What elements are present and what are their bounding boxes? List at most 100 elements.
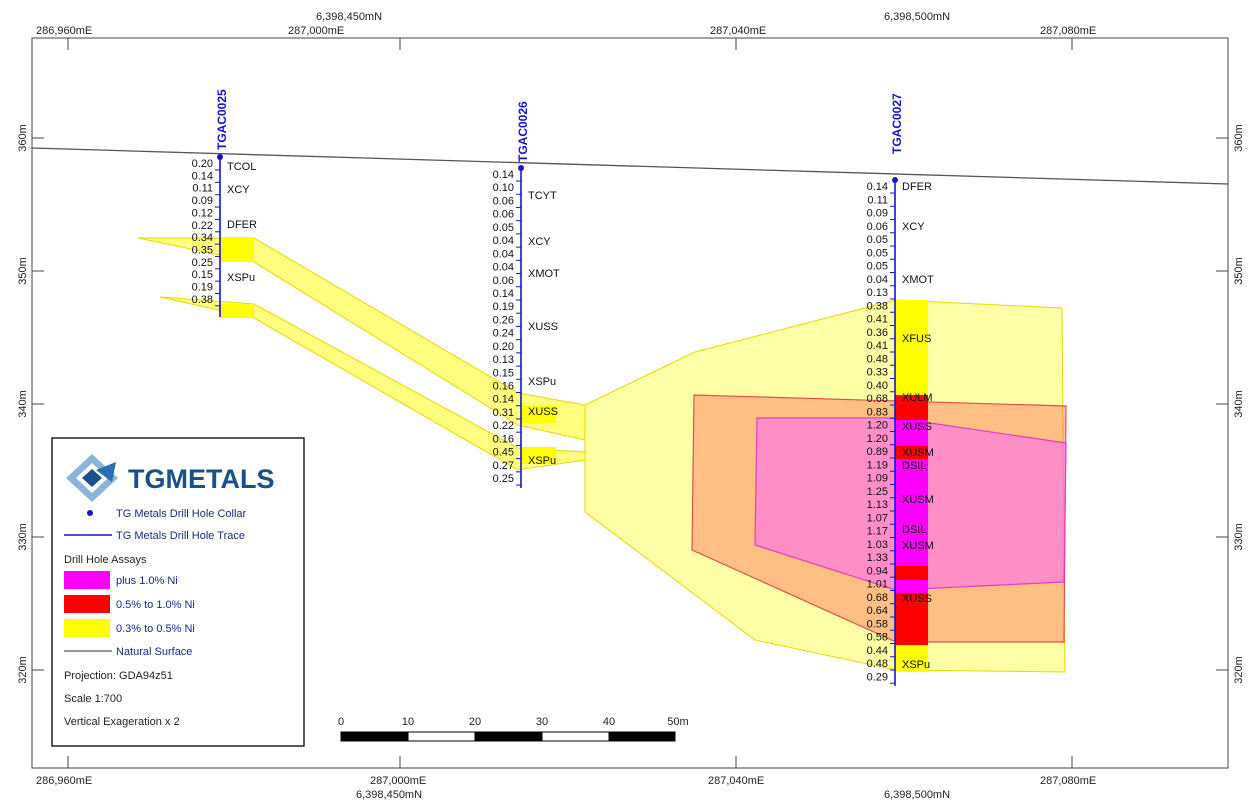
lithology-tgac0027: DFERXCYXMOTXFUSXULMXUSSXUSMDSILXUSMDSILX… [902,181,934,671]
assay-value: 1.13 [867,499,888,511]
assay-value: 0.05 [867,234,888,246]
easting-top-label: 287,080mE [1040,25,1096,37]
assay-value: 0.06 [867,221,888,233]
assay-value: 0.16 [493,433,514,445]
assay-value: 0.04 [493,248,514,260]
assay-bar-high [895,580,928,593]
scale-bar-label: 50m [667,716,688,728]
lithology-code: DSIL [902,524,926,536]
assay-values-tgac0025: 0.200.140.110.090.120.220.340.350.250.15… [192,158,213,306]
assay-value: 0.14 [493,288,514,300]
lithology-code: XUSS [528,321,558,333]
assay-value: 0.05 [493,222,514,234]
hole-name: TGAC0025 [215,89,229,150]
assay-value: 0.22 [493,420,514,432]
lithology-code: XSPu [227,272,255,284]
assay-value: 0.58 [867,632,888,644]
assay-bar-high [895,459,928,566]
elevation-right-label: 360m [1233,124,1245,152]
assay-value: 0.04 [867,274,888,286]
assay-intervals [220,237,928,672]
assay-value: 0.15 [192,269,213,281]
legend-trace-label: TG Metals Drill Hole Trace [116,530,245,542]
assay-value: 0.13 [493,354,514,366]
assay-value: 0.83 [867,406,888,418]
easting-bottom-label: 286,960mE [36,775,92,787]
assay-value: 0.41 [867,314,888,326]
assay-value: 0.19 [493,301,514,313]
assay-values-tgac0026: 0.140.100.060.060.050.040.040.040.060.14… [493,169,514,485]
assay-value: 0.64 [867,605,888,617]
elevation-labels-right: 360m 350m 340m 330m 320m [1233,124,1245,684]
lithology-code: TCOL [227,161,256,173]
scale-bar-segment [608,731,676,742]
frame-ticks [32,38,1228,768]
brand-logo-icon [66,454,118,502]
assay-value: 0.06 [493,275,514,287]
lithology-code: XMOT [528,268,560,280]
scale-bar-label: 10 [402,716,414,728]
elevation-labels-left: 360m 350m 340m 330m 320m [17,124,29,684]
elevation-left-label: 330m [17,523,29,551]
lithology-code: XUSS [902,593,932,605]
assay-value: 1.07 [867,512,888,524]
assay-value: 0.20 [493,341,514,353]
assay-value: 0.06 [493,209,514,221]
assay-bar-low [220,304,254,318]
northing-labels-bottom: 6,398,450mN 6,398,500mN [356,789,950,801]
assay-bar-mid [895,566,928,580]
assay-value: 0.44 [867,645,888,657]
assay-value: 0.05 [867,247,888,259]
assay-value: 0.38 [192,294,213,306]
lithology-code: XUSM [902,494,934,506]
elevation-left-label: 340m [17,390,29,418]
easting-top-label: 287,040mE [710,25,766,37]
easting-labels-top: 286,960mE 287,000mE 287,040mE 287,080mE [36,25,1096,37]
hole-ticks-tgac0026 [516,180,521,486]
assay-value: 0.05 [867,261,888,273]
legend-exaggeration: Vertical Exageration x 2 [64,716,180,728]
assay-value: 0.11 [192,183,213,195]
legend-class-label: 0.3% to 0.5% Ni [116,623,195,635]
lithology-code: XSPu [528,455,556,467]
assay-value: 0.13 [867,287,888,299]
interpretation-polygons [137,237,1067,673]
assay-value: 0.04 [493,262,514,274]
natural-surface-line [31,147,1229,185]
assay-value: 0.58 [867,618,888,630]
legend-scale: Scale 1:700 [64,693,122,705]
lithology-code: DFER [227,219,257,231]
legend-swatch-mid [64,595,110,613]
scale-bar: 0 10 20 30 40 50m [338,716,689,742]
lithology-tgac0025: TCOL XCY DFER XSPu [227,161,257,284]
brand-name: TGMETALS [128,464,274,494]
elevation-left-label: 320m [17,656,29,684]
elevation-left-label: 360m [17,124,29,152]
easting-bottom-label: 287,080mE [1040,775,1096,787]
easting-bottom-label: 287,000mE [370,775,426,787]
assay-value: 0.25 [493,473,514,485]
assay-value: 1.33 [867,552,888,564]
lithology-code: XFUS [902,333,931,345]
northing-top-label: 6,398,450mN [316,11,382,23]
assay-value: 1.20 [867,420,888,432]
assay-bar-low [220,237,254,262]
assay-value: 0.14 [493,169,514,181]
scale-bar-label: 20 [469,716,481,728]
lithology-code: XUSS [902,421,932,433]
assay-value: 0.09 [867,208,888,220]
elevation-right-label: 340m [1233,390,1245,418]
scale-bar-segment [340,731,409,742]
assay-value: 1.25 [867,486,888,498]
scale-bar-label: 40 [603,716,615,728]
collar-tgac0027 [892,177,898,183]
elevation-right-label: 330m [1233,523,1245,551]
scale-bar-segment [407,731,476,742]
elevation-right-label: 320m [1233,656,1245,684]
assay-value: 0.27 [493,460,514,472]
scale-bar-segment [541,731,610,742]
lithology-code: XMOT [902,274,934,286]
lithology-code: XCY [227,184,250,196]
legend-surface-label: Natural Surface [116,646,192,658]
assay-value: 0.48 [867,658,888,670]
